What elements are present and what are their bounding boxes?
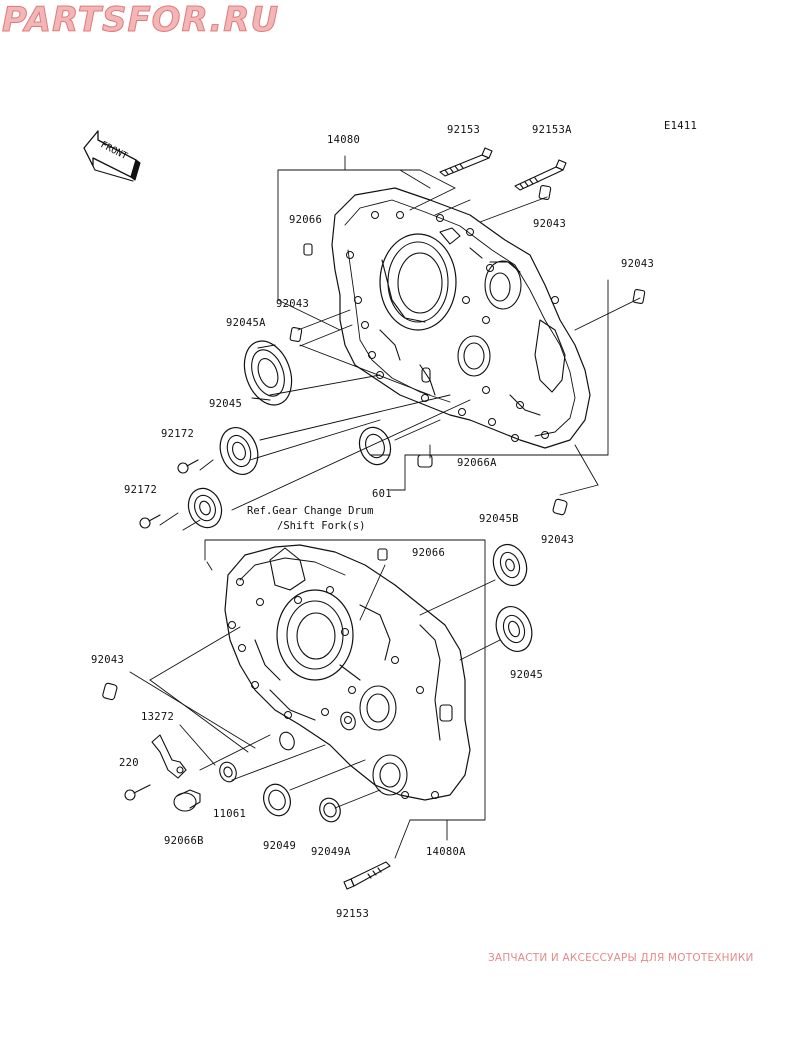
dowel-icons [289,184,646,516]
plug-92066b-icon [173,789,201,812]
dowel-92066-mid-icon [377,548,388,561]
label-92043-e: 92043 [91,654,125,666]
watermark-logo-text: PARTSFOR.RU [2,0,279,40]
bolt-92153-bottom-icon [343,861,391,890]
label-92045-left: 92045 [209,398,243,410]
lower-crankcase-drawing [224,544,471,801]
label-220: 220 [119,757,139,769]
label-92043-c: 92043 [276,298,310,310]
bracket-13272-icon [151,734,187,779]
label-92153-bottom: 92153 [336,908,370,920]
bearing-92045-right-icon [495,606,533,652]
dowel-92043-lower-icon [102,682,118,701]
label-92045a: 92045A [226,317,266,329]
label-92066-mid: 92066 [412,547,446,559]
watermark-tagline: ЗАПЧАСТИ И АКСЕССУАРЫ ДЛЯ МОТОТЕХНИКИ [488,952,754,964]
label-92153a: 92153A [532,124,572,136]
label-92066-top: 92066 [289,214,323,226]
label-92153-top: 92153 [447,124,481,136]
lower-leader-lines [129,539,501,859]
label-92049: 92049 [263,840,297,852]
ref-text-line2: /Shift Fork(s) [277,520,366,532]
bearing-92045b-icon [492,543,528,587]
label-11061: 11061 [213,808,247,820]
washer-11061-icon [219,761,237,783]
upper-parts [139,147,646,529]
label-14080a: 14080A [426,846,466,858]
label-92045-right: 92045 [510,669,544,681]
label-14080: 14080 [327,134,361,146]
watermark-logo: PARTSFOR.RU [2,0,279,40]
seal-92049-icon [263,783,291,817]
bolt-92153-top-icon [439,147,493,177]
label-601: 601 [372,488,392,500]
label-92172-b: 92172 [124,484,158,496]
screw-92172-icons [139,459,199,529]
front-arrow-icon: FRONT [83,130,141,182]
label-92043-a: 92043 [533,218,567,230]
bearing-small-lower-icon [279,711,356,751]
label-92066a: 92066A [457,457,497,469]
label-92049a: 92049A [311,846,351,858]
diagram-code: E1411 [664,120,698,132]
bolt-220-icon [124,784,151,801]
label-92066b: 92066B [164,835,204,847]
label-92172-a: 92172 [161,428,195,440]
label-92045b: 92045B [479,513,519,525]
label-92043-b: 92043 [621,258,655,270]
seal-92049a-icon [319,797,341,823]
bearing-92045-left-icon [219,427,259,475]
upper-leader-lines [159,155,641,531]
label-13272: 13272 [141,711,175,723]
bearing-ref-icon [187,487,223,529]
bolt-92153a-icon [514,159,567,191]
ref-text-line1: Ref.Gear Change Drum [247,505,374,517]
bearing-601-icon [358,426,392,466]
lower-parts [102,543,533,890]
label-92043-d: 92043 [541,534,575,546]
bearing-92045a-icon [243,340,293,406]
front-arrow-text: FRONT [99,139,130,162]
upper-crankcase-drawing [331,187,591,449]
